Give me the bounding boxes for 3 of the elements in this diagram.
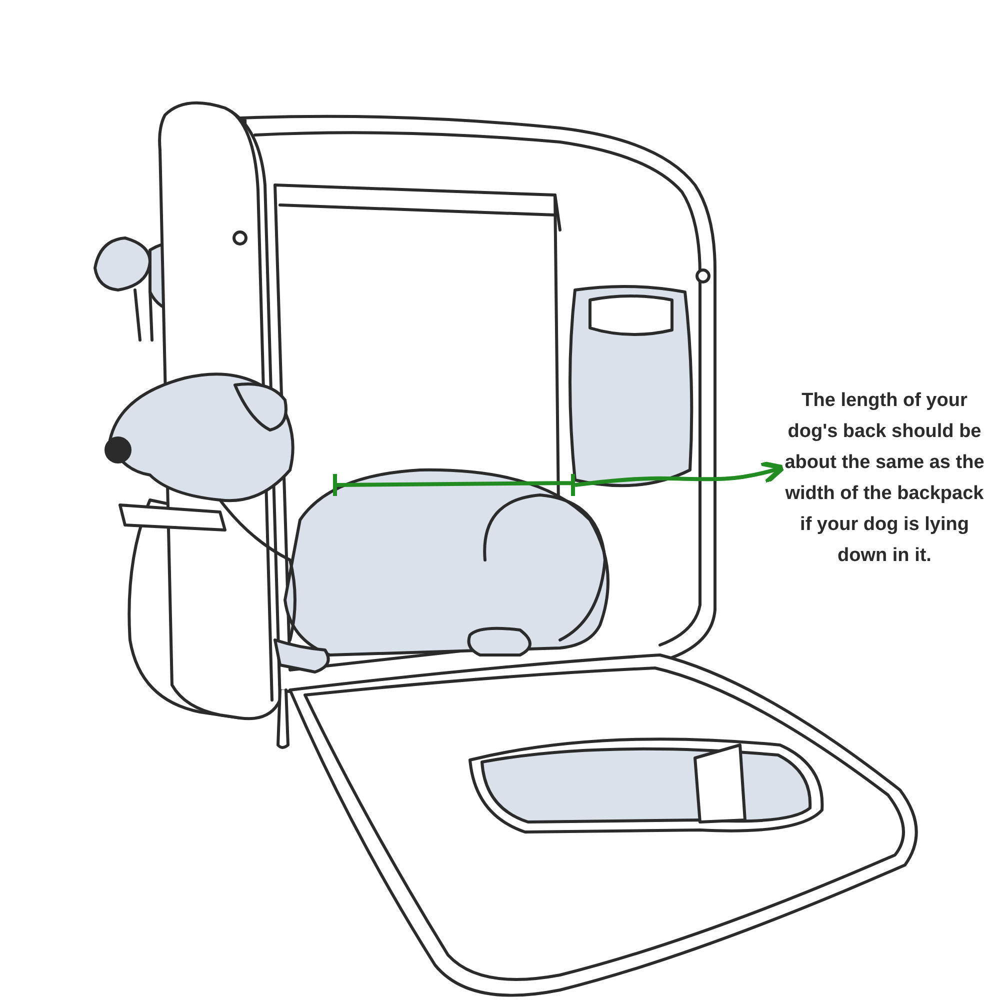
dimension-line (333, 472, 575, 498)
note-text: The length of your dog's back should be about the same as the width of the backpack if your dog is lying down in it. (782, 385, 987, 571)
arrow (574, 460, 786, 487)
